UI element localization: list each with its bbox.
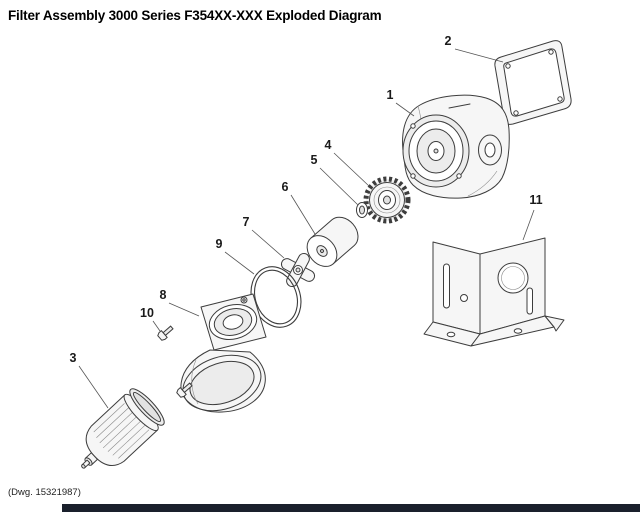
part-3-filter-bowl	[81, 388, 165, 469]
leader-3	[78, 365, 109, 409]
footer-bar	[62, 504, 640, 512]
part-2-cover-plate	[494, 40, 572, 125]
drawing-number: (Dwg. 15321987)	[8, 487, 81, 498]
part-10-bolt	[157, 325, 174, 341]
flange-stud-bolt	[176, 382, 193, 398]
leader-9	[224, 251, 255, 275]
leader-11	[522, 209, 535, 241]
leader-5	[319, 167, 359, 206]
callout-5: 5	[311, 153, 318, 167]
leader-7	[251, 229, 285, 259]
part-1-housing	[402, 94, 510, 199]
callout-1: 1	[387, 88, 394, 102]
callout-9: 9	[216, 237, 223, 251]
leader-lines	[78, 48, 535, 409]
leader-8	[168, 302, 200, 317]
part-11-mounting-bracket	[423, 237, 565, 347]
callout-10: 10	[140, 306, 154, 320]
callout-6: 6	[282, 180, 289, 194]
leader-10	[152, 320, 161, 332]
leader-2	[454, 48, 504, 63]
callout-8: 8	[160, 288, 167, 302]
callout-7: 7	[243, 215, 250, 229]
callout-labels: 1 2 3 4 5 6 7 8 9 10 11	[70, 34, 543, 365]
leader-1	[395, 102, 415, 117]
part-6-element-cylinder	[306, 216, 359, 267]
callout-3: 3	[70, 351, 77, 365]
leader-4	[333, 152, 370, 187]
diagram-title: Filter Assembly 3000 Series F354XX-XXX E…	[8, 8, 382, 23]
part-4-gear	[363, 176, 411, 224]
callout-11: 11	[529, 193, 542, 207]
callout-2: 2	[445, 34, 452, 48]
callout-4: 4	[325, 138, 332, 152]
leader-6	[290, 194, 316, 235]
part-8-filter-head	[180, 293, 267, 413]
part-5-retaining-ring	[356, 202, 368, 218]
